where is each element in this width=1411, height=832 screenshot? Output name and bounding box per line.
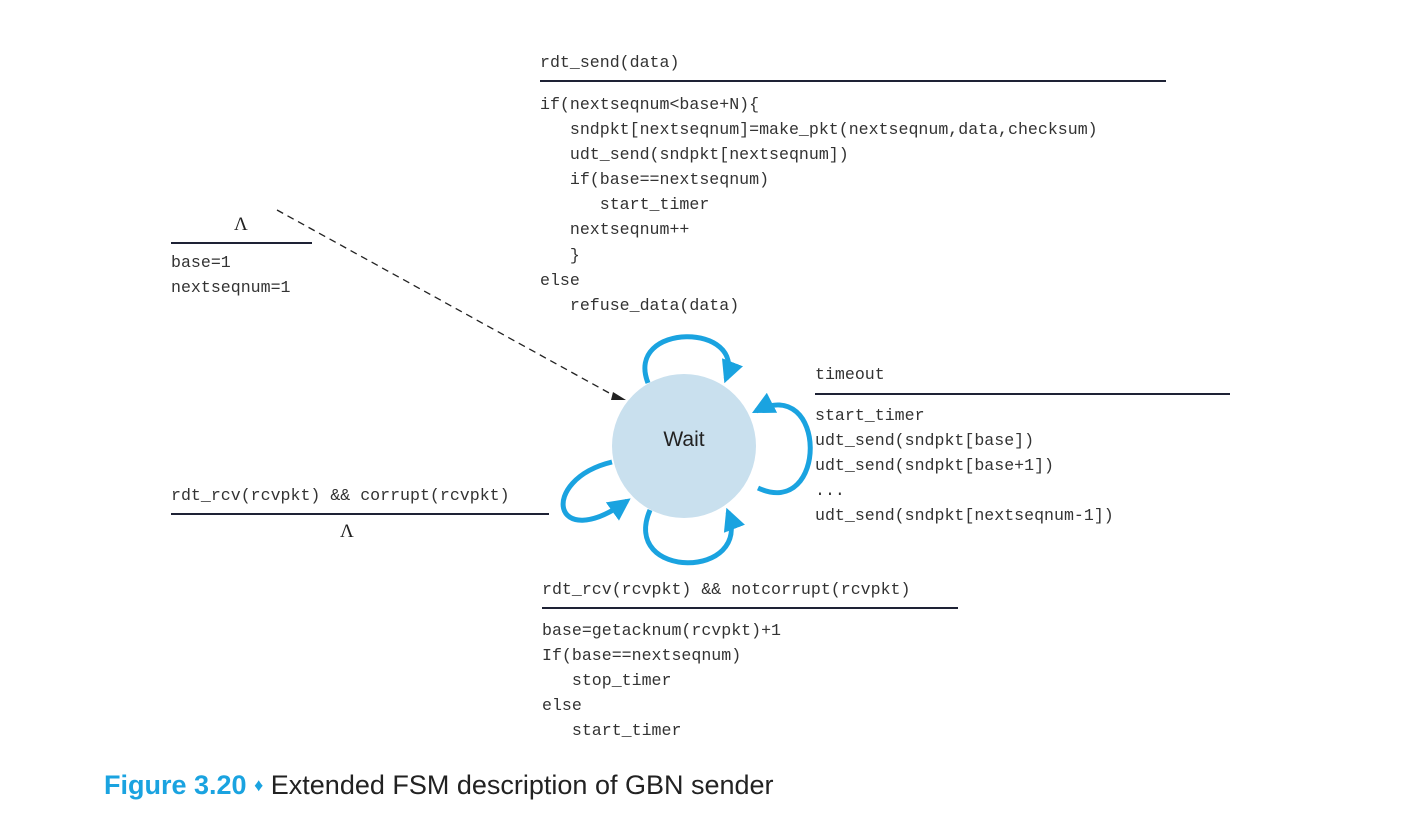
caption-text: Extended FSM description of GBN sender	[270, 770, 774, 800]
corrupt-rule	[171, 513, 549, 515]
caption-separator: ♦	[254, 775, 264, 795]
action-line: start_timer	[542, 721, 682, 741]
action-line: else	[540, 270, 580, 290]
action-line: else	[542, 696, 582, 716]
ack-event: rdt_rcv(rcvpkt) && notcorrupt(rcvpkt)	[542, 580, 911, 599]
wait-state-label: Wait	[663, 428, 705, 451]
timeout-actions: start_timer udt_send(sndpkt[base]) udt_s…	[815, 403, 1114, 528]
action-line: If(base==nextseqnum)	[542, 646, 742, 666]
initial-arrowhead	[611, 392, 626, 400]
action-line: refuse_data(data)	[540, 295, 740, 315]
figure-number: Figure 3.20	[104, 770, 247, 800]
send-event: rdt_send(data)	[540, 53, 680, 72]
init-event-lambda: Λ	[234, 214, 248, 235]
action-line: ...	[815, 481, 845, 501]
corrupt-action-lambda: Λ	[340, 521, 354, 542]
figure-caption: Figure 3.20 ♦ Extended FSM description o…	[104, 770, 774, 801]
action-line: start_timer	[540, 195, 710, 215]
action-line: base=1	[171, 253, 231, 272]
self-loop-corrupt	[560, 459, 631, 523]
ack-rule	[542, 607, 958, 609]
send-actions: if(nextseqnum<base+N){ sndpkt[nextseqnum…	[540, 92, 1098, 318]
timeout-event: timeout	[815, 365, 885, 384]
self-loop-timeout	[751, 392, 813, 496]
action-line: base=getacknum(rcvpkt)+1	[542, 621, 781, 640]
wait-state	[612, 374, 756, 518]
timeout-rule	[815, 393, 1230, 395]
action-line: start_timer	[815, 406, 925, 425]
init-actions: base=1 nextseqnum=1	[171, 250, 291, 300]
action-line: if(nextseqnum<base+N){	[540, 95, 760, 114]
action-line: udt_send(sndpkt[nextseqnum])	[540, 145, 849, 165]
action-line: udt_send(sndpkt[nextseqnum-1])	[815, 506, 1114, 526]
action-line: sndpkt[nextseqnum]=make_pkt(nextseqnum,d…	[540, 120, 1098, 140]
action-line: }	[540, 245, 580, 265]
action-line: stop_timer	[542, 671, 672, 691]
initial-transition-arrow	[276, 209, 612, 395]
action-line: nextseqnum=1	[171, 278, 291, 298]
corrupt-event: rdt_rcv(rcvpkt) && corrupt(rcvpkt)	[171, 486, 510, 505]
self-loop-notcorrupt	[643, 507, 745, 566]
action-line: udt_send(sndpkt[base])	[815, 431, 1035, 451]
init-rule	[171, 242, 312, 244]
send-rule	[540, 80, 1166, 82]
action-line: udt_send(sndpkt[base+1])	[815, 456, 1054, 476]
self-loop-send	[642, 334, 743, 384]
ack-actions: base=getacknum(rcvpkt)+1 If(base==nextse…	[542, 618, 781, 743]
action-line: if(base==nextseqnum)	[540, 170, 770, 190]
action-line: nextseqnum++	[540, 220, 690, 240]
